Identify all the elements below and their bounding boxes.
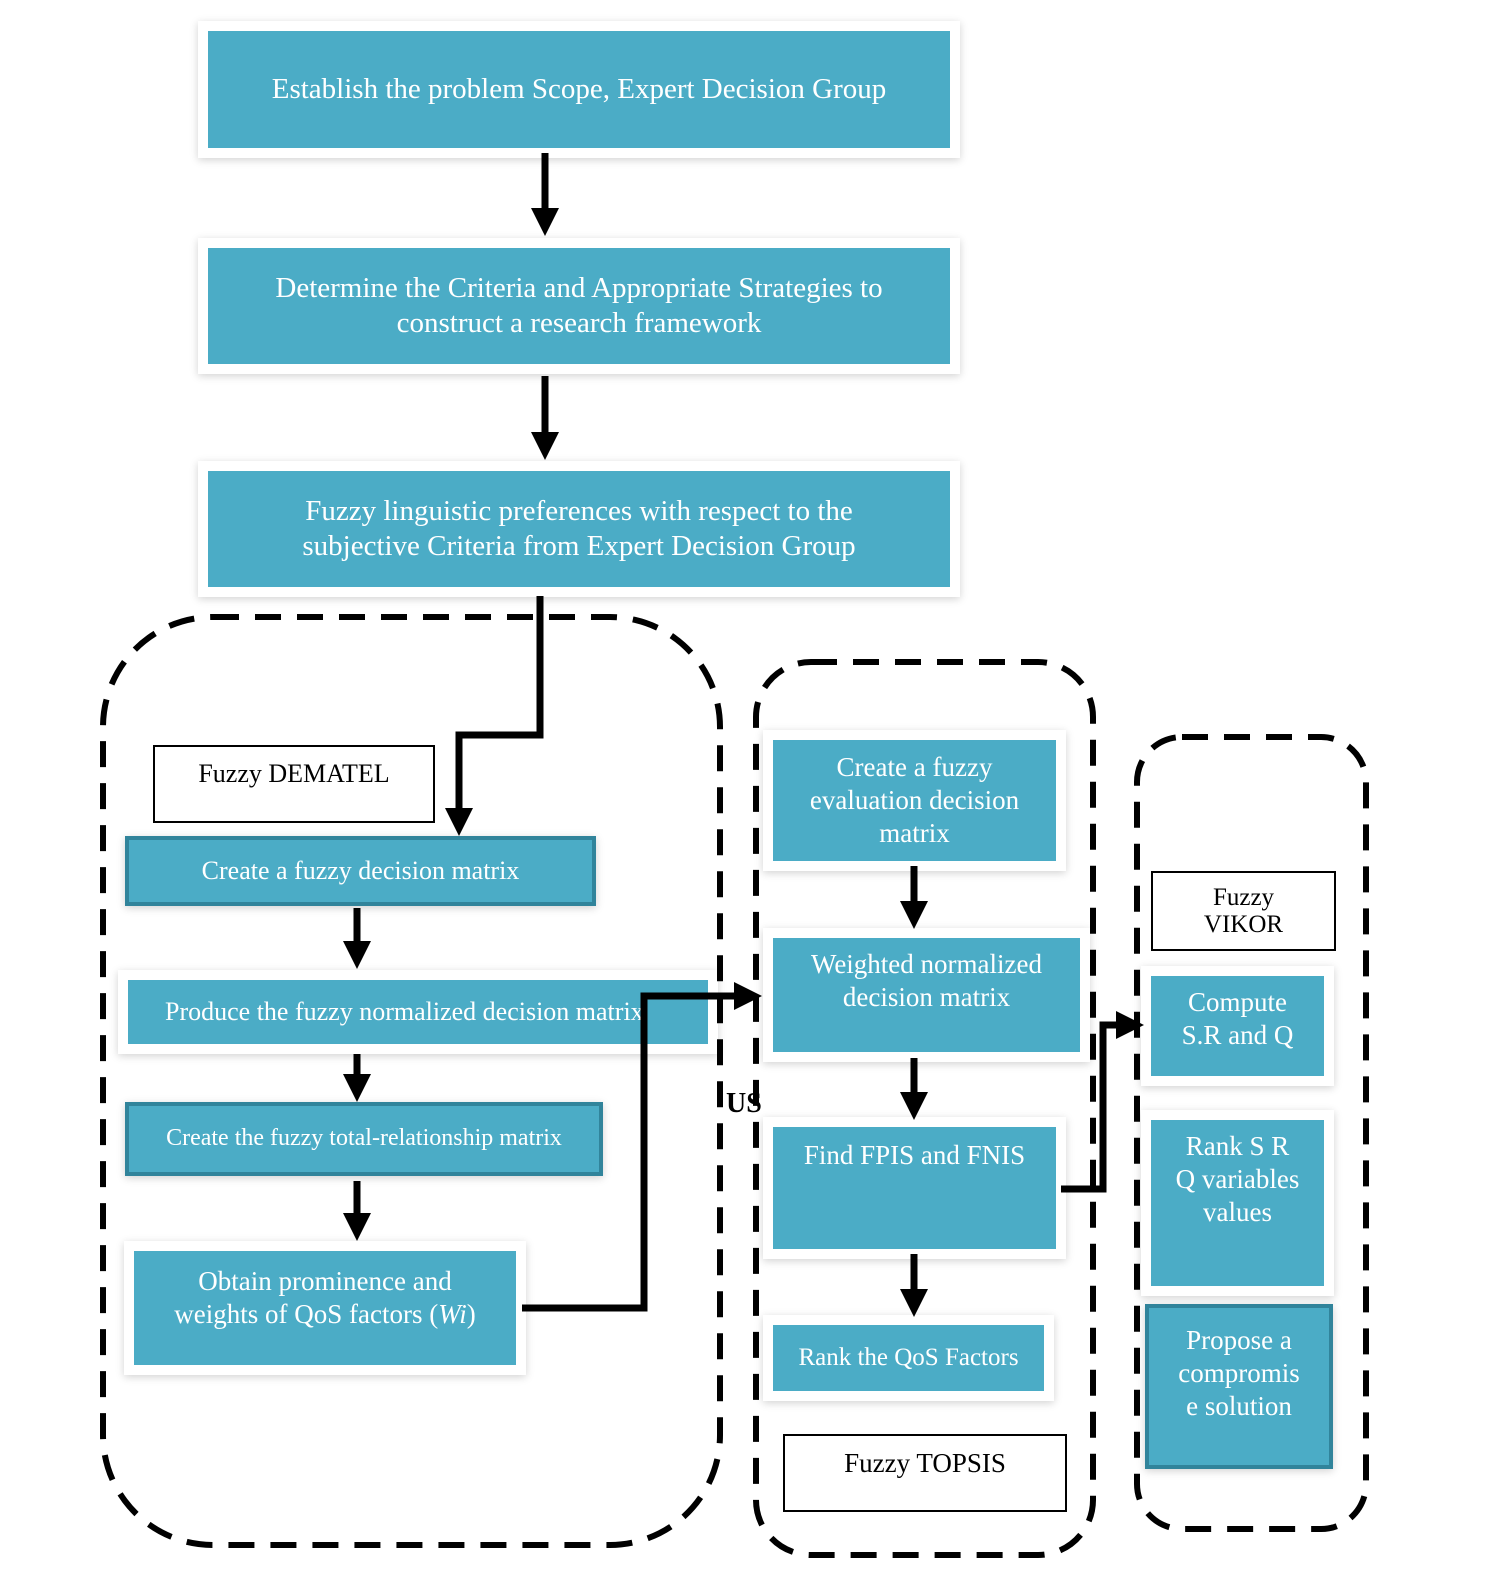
prominence-line2-pre: weights of QoS factors ( (174, 1298, 439, 1329)
topsis-step-evaluation-line3: matrix (879, 817, 950, 848)
fuzzy-preferences-box: Fuzzy linguistic preferences with respec… (208, 471, 950, 587)
vikor-group-outline (1134, 734, 1369, 1532)
vikor-step-compromise-solution: Propose a compromis e solution (1145, 1304, 1333, 1469)
arrow-dematel-to-topsis (522, 982, 762, 1312)
dematel-group-outline (100, 614, 723, 1548)
topsis-step-fpis-fnis: Find FPIS and FNIS (773, 1127, 1056, 1249)
topsis-step-evaluation-line1: Create a fuzzy (836, 752, 993, 783)
dematel-step-create-matrix-text: Create a fuzzy decision matrix (201, 856, 520, 886)
fuzzy-vikor-label: Fuzzy VIKOR (1151, 871, 1336, 951)
determine-criteria-line2: construct a research framework (396, 307, 762, 339)
dematel-step-normalized-matrix-text: Produce the fuzzy normalized decision ma… (165, 997, 644, 1027)
dematel-step-total-relationship-text: Create the fuzzy total-relationship matr… (166, 1125, 562, 1152)
establish-scope-text: Establish the problem Scope, Expert Deci… (271, 72, 887, 105)
arrow-preferences-to-dematel (445, 596, 544, 836)
dematel-step-prominence-line1: Obtain prominence and (198, 1266, 452, 1296)
determine-criteria-box: Determine the Criteria and Appropriate S… (208, 248, 950, 364)
dematel-step-prominence-line2: weights of QoS factors (Wi) (174, 1298, 475, 1331)
fuzzy-dematel-label: Fuzzy DEMATEL (153, 745, 435, 823)
fuzzy-topsis-label: Fuzzy TOPSIS (783, 1434, 1067, 1512)
fuzzy-preferences-line2: subjective Criteria from Expert Decision… (302, 530, 856, 562)
topsis-step-weighted-normalized: Weighted normalized decision matrix (773, 938, 1080, 1052)
vikor-step-compromise-line2: compromis (1178, 1357, 1300, 1388)
establish-scope-box: Establish the problem Scope, Expert Deci… (208, 31, 950, 148)
fuzzy-dematel-label-text: Fuzzy DEMATEL (198, 759, 390, 788)
topsis-step-rank-qos: Rank the QoS Factors (773, 1325, 1044, 1391)
dematel-step-create-matrix: Create a fuzzy decision matrix (125, 836, 596, 906)
fuzzy-vikor-label-line1: Fuzzy (1212, 884, 1275, 911)
fuzzy-preferences-line1: Fuzzy linguistic preferences with respec… (305, 494, 853, 527)
vikor-step-rank-line1: Rank S R (1185, 1131, 1290, 1161)
vikor-step-rank-srq: Rank S R Q variables values (1151, 1120, 1324, 1286)
arrow-topsis-to-vikor (1061, 1011, 1144, 1193)
topsis-group-outline (753, 659, 1096, 1558)
dematel-step-prominence-weights: Obtain prominence and weights of QoS fac… (134, 1251, 516, 1365)
vikor-step-compute-line1: Compute (1188, 987, 1287, 1017)
topsis-step-weighted-line2: decision matrix (842, 981, 1011, 1012)
topsis-step-weighted-line1: Weighted normalized (811, 949, 1042, 979)
dematel-step-normalized-matrix: Produce the fuzzy normalized decision ma… (128, 980, 708, 1044)
vikor-step-compromise-line1: Propose a (1186, 1325, 1292, 1355)
vikor-step-compromise-line3: e solution (1186, 1390, 1292, 1421)
dematel-step-total-relationship: Create the fuzzy total-relationship matr… (125, 1102, 603, 1176)
prominence-line2-post: ) (466, 1298, 476, 1329)
determine-criteria-line1: Determine the Criteria and Appropriate S… (275, 271, 883, 304)
vikor-step-rank-line2: Q variables (1175, 1163, 1300, 1194)
fuzzy-vikor-label-line2: VIKOR (1203, 911, 1284, 938)
topsis-step-evaluation-matrix: Create a fuzzy evaluation decision matri… (773, 740, 1056, 861)
topsis-step-fpis-fnis-text: Find FPIS and FNIS (803, 1140, 1026, 1170)
vikor-step-compute-line2: S.R and Q (1181, 1019, 1294, 1050)
vikor-step-compute-srq: Compute S.R and Q (1151, 976, 1324, 1076)
prominence-weight-variable: Wi (438, 1298, 467, 1329)
fuzzy-topsis-label-text: Fuzzy TOPSIS (844, 1448, 1006, 1478)
topsis-step-evaluation-line2: evaluation decision (809, 785, 1020, 816)
topsis-step-rank-qos-text: Rank the QoS Factors (798, 1343, 1019, 1371)
vikor-step-rank-line3: values (1203, 1196, 1272, 1227)
